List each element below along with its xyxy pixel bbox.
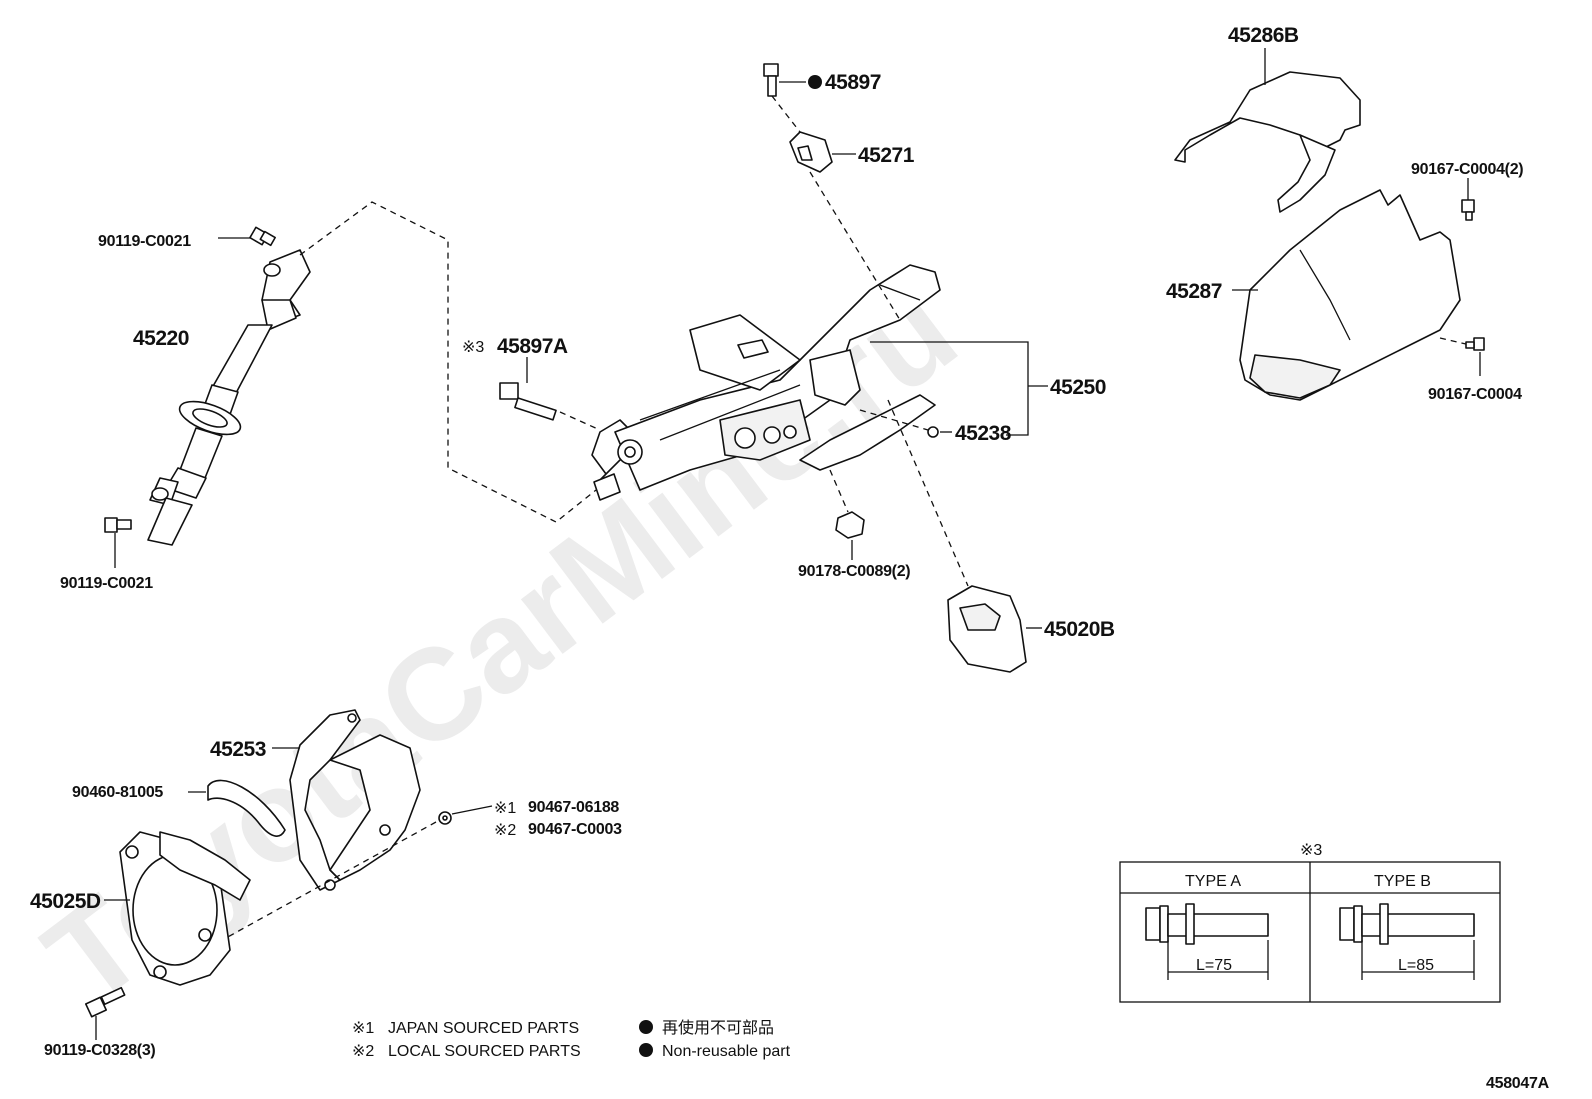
intermediate-shaft-45220[interactable] <box>147 249 311 546</box>
label-45250: 45250 <box>1050 376 1106 399</box>
mark-note2-90467: ※2 <box>494 822 516 839</box>
legend-note2-mark: ※2 <box>352 1043 374 1060</box>
table-title: ※3 <box>1300 842 1322 859</box>
legend-bullet-2 <box>639 1043 653 1057</box>
mark-note3-45897a: ※3 <box>462 339 484 356</box>
label-45020b: 45020B <box>1044 618 1115 641</box>
label-45286b: 45286B <box>1228 24 1299 47</box>
bolt-90119-c0328[interactable] <box>84 986 126 1018</box>
label-45897: 45897 <box>825 71 881 94</box>
nut-90178-c0089[interactable] <box>835 511 865 539</box>
label-45897a: 45897A <box>497 335 568 358</box>
label-45287: 45287 <box>1166 280 1222 303</box>
label-45025d: 45025D <box>30 890 101 913</box>
label-90178-c0089-2: 90178-C0089(2) <box>798 563 910 580</box>
legend-note2-text: LOCAL SOURCED PARTS <box>388 1043 581 1060</box>
table-length-b: L=85 <box>1398 957 1434 974</box>
label-90167-c0004: 90167-C0004 <box>1428 386 1522 403</box>
screw-90167-c0004[interactable] <box>1465 337 1485 351</box>
legend-nonreusable-en: Non-reusable part <box>662 1043 791 1060</box>
legend-note1-mark: ※1 <box>352 1020 374 1037</box>
column-cover-lower-45287[interactable] <box>1239 189 1461 401</box>
bracket-45020b[interactable] <box>947 585 1027 673</box>
diagram-code: 458047A <box>1486 1075 1550 1092</box>
cover-45271[interactable] <box>789 131 833 173</box>
label-90467-06188: 90467-06188 <box>528 799 619 816</box>
mark-note1-90467: ※1 <box>494 800 516 817</box>
bolt-90119-c0021-top[interactable] <box>249 226 276 247</box>
label-45271: 45271 <box>858 144 915 167</box>
boot-45025d[interactable] <box>119 831 251 986</box>
bolt-90119-c0021-bottom[interactable] <box>104 517 132 533</box>
bolt-type-b-icon <box>1339 903 1475 980</box>
table-type-a: TYPE A <box>1185 873 1241 890</box>
clip-45238[interactable] <box>927 426 939 438</box>
bracket-45253[interactable] <box>289 709 421 891</box>
bolt-type-a-icon <box>1145 903 1269 980</box>
column-cover-upper-45286b[interactable] <box>1174 71 1361 213</box>
table-length-a: L=75 <box>1196 957 1232 974</box>
label-90167-c0004-2: 90167-C0004(2) <box>1411 161 1523 178</box>
screw-90167-c0004-2[interactable] <box>1461 199 1475 221</box>
legend-nonreusable-jp: 再使用不可部品 <box>662 1019 774 1037</box>
label-90119-c0328-3: 90119-C0328(3) <box>44 1042 155 1059</box>
bolt-type-table: ※3 TYPE A TYPE B L=75 L=85 <box>1119 842 1501 1003</box>
label-45220: 45220 <box>133 327 189 350</box>
steering-column-45250[interactable] <box>591 264 941 501</box>
label-90119-c0021-bottom: 90119-C0021 <box>60 575 153 592</box>
band-90460-81005[interactable] <box>207 779 286 837</box>
legend-note1-text: JAPAN SOURCED PARTS <box>388 1020 579 1037</box>
label-90467-c0003: 90467-C0003 <box>528 821 622 838</box>
legend-bullet-1 <box>639 1020 653 1034</box>
label-45238: 45238 <box>955 422 1012 445</box>
clip-90467[interactable] <box>438 811 452 825</box>
bolt-45897a[interactable] <box>499 382 557 421</box>
label-90119-c0021-top: 90119-C0021 <box>98 233 191 250</box>
label-90460-81005: 90460-81005 <box>72 784 163 801</box>
table-type-b: TYPE B <box>1374 873 1431 890</box>
screw-45897[interactable] <box>763 63 779 97</box>
label-45253: 45253 <box>210 738 266 761</box>
nonreusable-marker <box>808 75 822 89</box>
